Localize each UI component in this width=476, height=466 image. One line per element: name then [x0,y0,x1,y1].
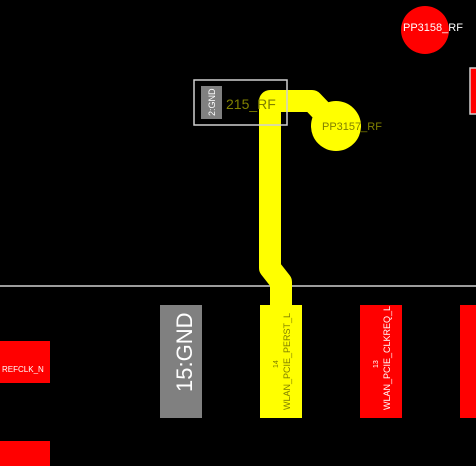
pad-14-number: 14 [273,360,280,368]
component-gnd-pin[interactable] [201,86,222,119]
pad-14-perst[interactable] [260,305,302,418]
via-pp3158[interactable] [401,6,449,54]
via-pp3157[interactable] [311,101,361,151]
pad-13-clkreq[interactable] [360,305,402,418]
component-pin-name: 215_RF [226,96,276,112]
pad-13-number: 13 [373,360,380,368]
pad-15-gnd-label: 15:GND [172,313,197,392]
component-outline[interactable] [193,79,288,126]
component-gnd-pin-label: 2:GND [207,88,217,116]
via-pp3158-label: PP3158_RF [403,22,463,34]
pad-refclk-n[interactable] [0,341,50,383]
edge-pad-right[interactable] [460,305,476,418]
edge-pad-top-right[interactable] [469,67,476,115]
via-pp3157-label: PP3157_RF [322,121,382,133]
pad-bottom-left[interactable] [0,441,50,466]
pad-15-gnd[interactable] [160,305,202,418]
trace-perst[interactable] [259,101,292,317]
pad-14-net-label: WLAN_PCIE_PERST_L [282,313,292,410]
pad-refclk-n-label: REFCLK_N [2,365,44,374]
pad-13-net-label: WLAN_PCIE_CLKREQ_L [382,306,392,410]
